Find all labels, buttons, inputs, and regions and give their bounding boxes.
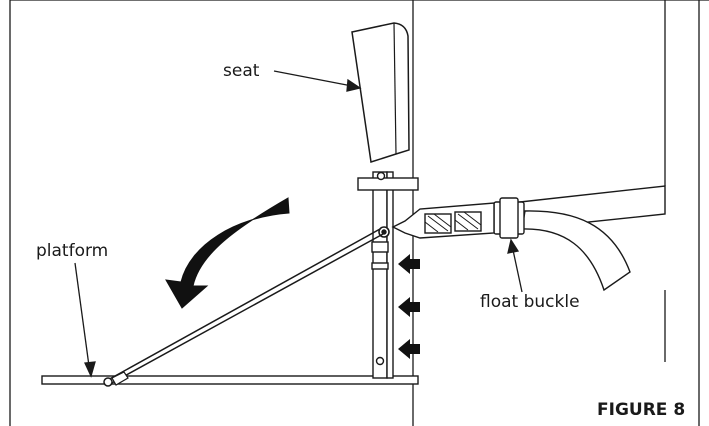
- curved-arrow-icon: [165, 197, 290, 309]
- float-buckle-label: float buckle: [480, 292, 580, 312]
- figure-caption: FIGURE 8: [597, 400, 685, 420]
- support-rod: [103, 228, 384, 387]
- figure-frame: [9, 0, 709, 426]
- wall: [412, 0, 666, 426]
- leader-arrows: [74, 70, 523, 378]
- platform-label: platform: [36, 241, 108, 261]
- seat-label: seat: [223, 61, 260, 81]
- seat-post: [357, 171, 419, 379]
- push-arrow-icon: [398, 254, 420, 359]
- platform-board: [41, 375, 419, 385]
- seat-cushion: [351, 22, 410, 163]
- float-strap: [391, 185, 666, 292]
